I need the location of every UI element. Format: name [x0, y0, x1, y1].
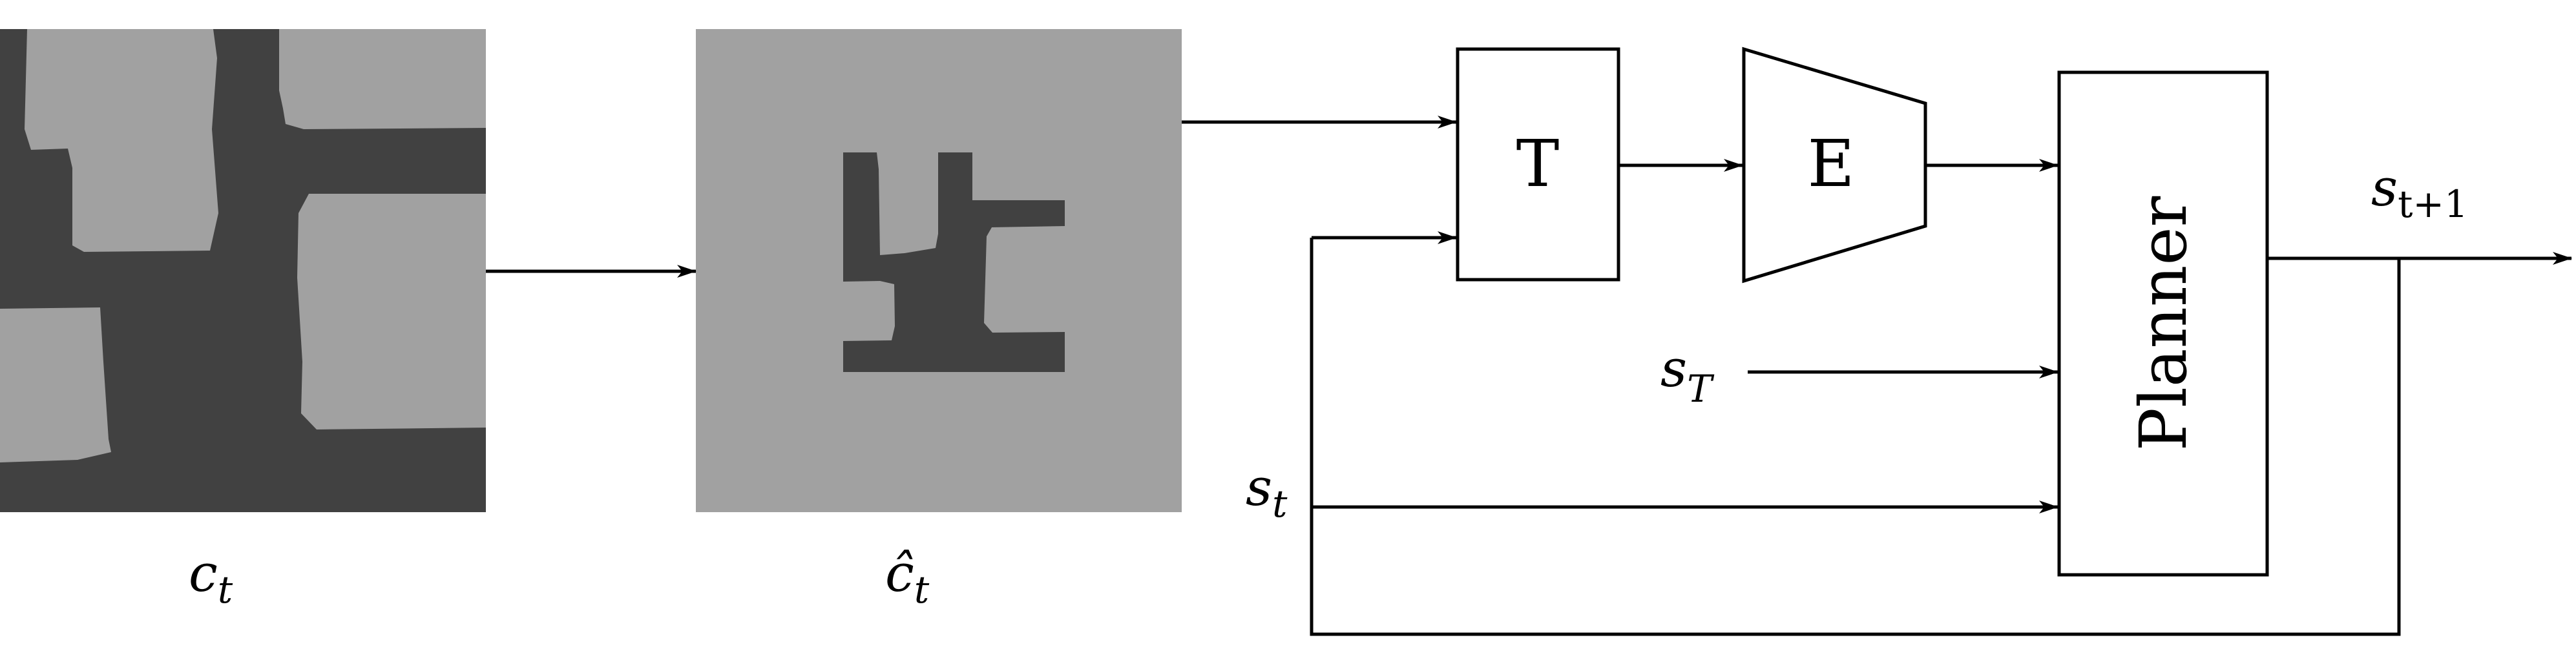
label-s-t: st — [1246, 457, 1288, 526]
label-c-hat-t: ĉt — [885, 543, 930, 612]
label-c-t: ct — [189, 543, 233, 612]
cost-map-image — [0, 29, 486, 512]
local-map-image — [696, 29, 1182, 512]
feedback-loop-line — [1310, 238, 2401, 636]
label-s-next: st+1 — [2371, 158, 2468, 226]
planner-block: Planner — [2057, 70, 2269, 577]
planner-block-label: Planner — [2126, 196, 2201, 451]
e-block: E — [1742, 47, 1927, 284]
t-block-label: T — [1516, 126, 1560, 202]
label-s-goal: sT — [1660, 338, 1715, 411]
t-block: T — [1456, 47, 1620, 282]
connections — [486, 116, 2572, 636]
e-block-label: E — [1808, 126, 1855, 202]
